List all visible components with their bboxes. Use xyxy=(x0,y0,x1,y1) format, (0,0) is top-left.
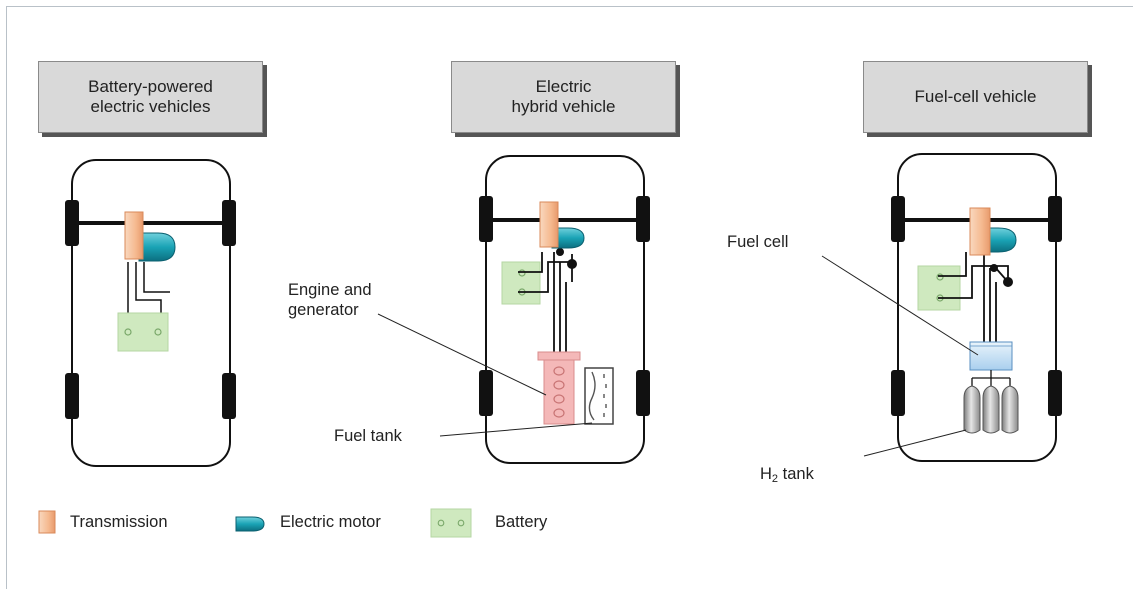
vehicle-battery-ev xyxy=(65,159,236,467)
h2-tank xyxy=(963,385,1019,434)
transmission-icon xyxy=(38,510,56,534)
wheel-front-right xyxy=(1048,196,1062,242)
vehicle-fuel-cell xyxy=(821,153,1062,462)
battery xyxy=(501,261,541,305)
callout-fuel-cell xyxy=(821,255,979,356)
label-engine-and-generator: Engine and generator xyxy=(288,280,372,320)
wheel-rear-left xyxy=(891,370,905,416)
h2-suffix: tank xyxy=(778,465,814,483)
label-engine-line2: generator xyxy=(288,301,359,319)
transmission xyxy=(539,201,559,248)
car-body xyxy=(897,153,1057,462)
wheel-front-left xyxy=(479,196,493,242)
battery-icon xyxy=(430,508,472,538)
title-hybrid-line2: hybrid vehicle xyxy=(511,97,616,116)
car-body xyxy=(71,159,231,467)
wheel-front-left xyxy=(891,196,905,242)
legend-transmission xyxy=(38,510,56,534)
label-fuel-tank: Fuel tank xyxy=(334,427,402,445)
legend-battery xyxy=(430,508,472,538)
label-h2-tank: H2 tank xyxy=(760,464,814,485)
electric-motor xyxy=(138,232,176,262)
wire xyxy=(938,252,1009,344)
h2-prefix: H xyxy=(760,465,772,483)
title-battery-ev-line1: Battery-powered xyxy=(88,77,213,96)
callout-fuel-tank xyxy=(439,422,593,437)
transmission xyxy=(124,211,144,260)
title-battery-ev: Battery-powered electric vehicles xyxy=(38,61,263,133)
vehicle-hybrid xyxy=(377,155,650,464)
fuel-tank xyxy=(584,367,614,425)
diagram-frame xyxy=(6,6,1133,589)
wheel-rear-left xyxy=(65,373,79,419)
callout-h2-tank xyxy=(863,429,967,457)
car-body xyxy=(485,155,645,464)
h2-subscript: 2 xyxy=(771,473,779,485)
wheel-front-right xyxy=(636,196,650,242)
label-engine-line1: Engine and xyxy=(288,281,372,299)
title-fuel-cell: Fuel-cell vehicle xyxy=(863,61,1088,133)
battery xyxy=(117,312,169,352)
wheel-rear-right xyxy=(636,370,650,416)
wheel-rear-right xyxy=(1048,370,1062,416)
title-fuel-cell-line1: Fuel-cell vehicle xyxy=(914,87,1037,106)
engine-cap xyxy=(537,351,581,361)
electric-motor xyxy=(551,227,585,249)
wire xyxy=(518,252,573,358)
wheel-front-left xyxy=(65,200,79,246)
legend-electric-motor-label: Electric motor xyxy=(280,513,381,531)
engine-and-generator xyxy=(543,359,575,425)
battery xyxy=(917,265,961,311)
label-fuel-cell: Fuel cell xyxy=(727,233,789,251)
legend-transmission-label: Transmission xyxy=(70,513,168,531)
legend-electric-motor xyxy=(234,514,266,534)
electric-motor-icon xyxy=(235,516,265,532)
wheel-front-right xyxy=(222,200,236,246)
wheel-rear-left xyxy=(479,370,493,416)
transmission xyxy=(969,207,991,256)
title-hybrid-line1: Electric xyxy=(535,77,592,96)
callout-engine xyxy=(377,313,547,396)
title-hybrid: Electric hybrid vehicle xyxy=(451,61,676,133)
wheel-rear-right xyxy=(222,373,236,419)
legend-battery-label: Battery xyxy=(495,513,548,531)
title-battery-ev-line2: electric vehicles xyxy=(90,97,211,116)
